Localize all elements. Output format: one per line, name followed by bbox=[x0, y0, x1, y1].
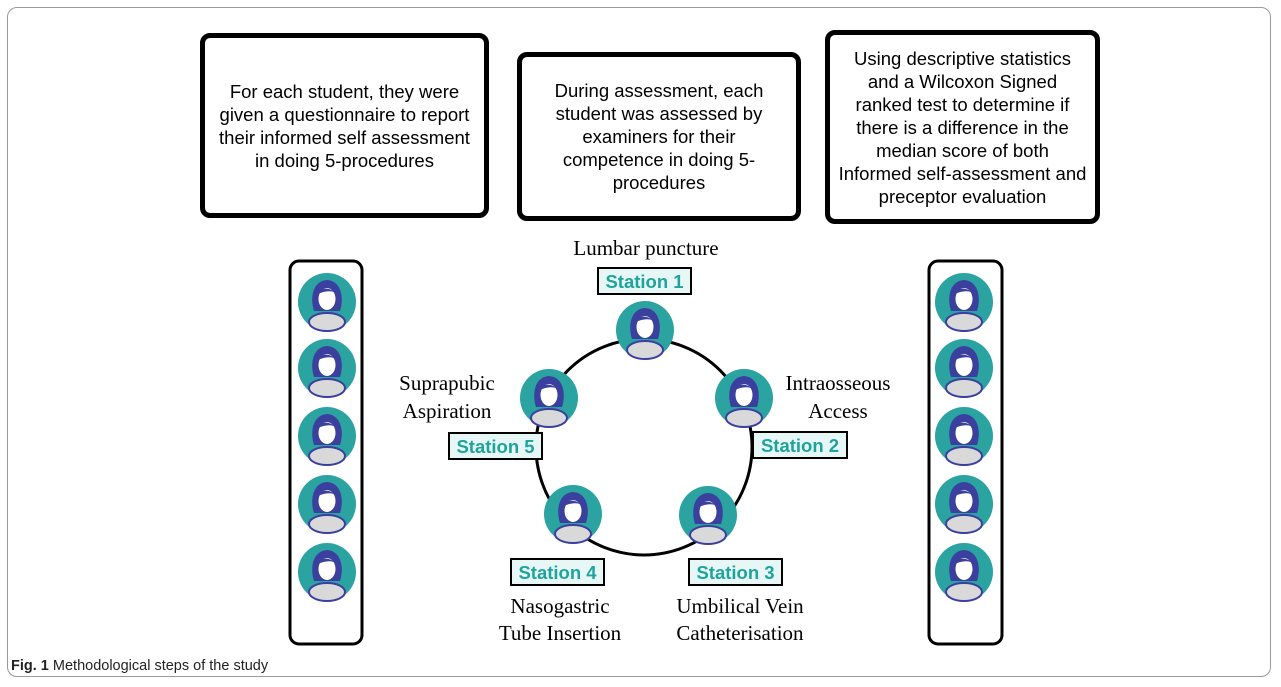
student-avatar-icon bbox=[934, 272, 994, 332]
station-5-procedure-line2: Aspiration bbox=[403, 399, 492, 423]
student-avatar-icon bbox=[934, 474, 994, 534]
station-4-procedure-line2: Tube Insertion bbox=[499, 621, 622, 645]
student-avatar-icon bbox=[934, 542, 994, 602]
student-avatar-icon bbox=[934, 338, 994, 398]
student-avatar-icon bbox=[297, 542, 357, 602]
station-3-badge: Station 3 bbox=[688, 558, 783, 586]
station-3-procedure-line1: Umbilical Vein bbox=[676, 594, 804, 618]
self-assessment-box: For each student, they were given a ques… bbox=[200, 33, 489, 218]
station-2-procedure-line2: Access bbox=[808, 399, 867, 423]
station-5-badge: Station 5 bbox=[448, 432, 543, 460]
statistics-box: Using descriptive statistics and a Wilco… bbox=[825, 30, 1100, 224]
station-2-label: Station 2 bbox=[761, 435, 839, 456]
station-2-procedure-line1: Intraosseous bbox=[786, 371, 891, 395]
station-3-label: Station 3 bbox=[696, 562, 774, 583]
student-avatar-icon bbox=[615, 300, 675, 360]
station-5-procedure-line1: Suprapubic bbox=[399, 371, 495, 395]
student-avatar-icon bbox=[297, 406, 357, 466]
student-avatar-icon bbox=[297, 338, 357, 398]
student-avatar-icon bbox=[678, 485, 738, 545]
statistics-text: Using descriptive statistics and a Wilco… bbox=[838, 47, 1087, 207]
station-1-badge: Station 1 bbox=[597, 267, 692, 295]
student-avatar-icon bbox=[934, 406, 994, 466]
station-4-label: Station 4 bbox=[518, 562, 597, 583]
station-5-label: Station 5 bbox=[456, 436, 534, 457]
station-1-label: Station 1 bbox=[605, 271, 683, 292]
station-1-procedure: Lumbar puncture bbox=[573, 236, 718, 260]
station-2-badge: Station 2 bbox=[752, 431, 848, 459]
student-avatar-icon bbox=[297, 474, 357, 534]
student-avatar-icon bbox=[297, 272, 357, 332]
examiner-assessment-box: During assessment, each student was asse… bbox=[517, 52, 801, 221]
station-3-procedure-line2: Catheterisation bbox=[676, 621, 804, 645]
student-avatar-icon bbox=[519, 368, 579, 428]
figure-caption-label: Fig. 1 bbox=[11, 658, 49, 674]
station-4-badge: Station 4 bbox=[510, 558, 605, 586]
station-4-procedure-line1: Nasogastric bbox=[510, 594, 609, 618]
figure-frame bbox=[7, 7, 1271, 677]
student-avatar-icon bbox=[543, 484, 603, 544]
figure-caption: Fig. 1 Methodological steps of the study bbox=[11, 658, 268, 674]
self-assessment-text: For each student, they were given a ques… bbox=[219, 80, 470, 171]
student-avatar-icon bbox=[714, 368, 774, 428]
examiner-assessment-text: During assessment, each student was asse… bbox=[554, 80, 764, 193]
figure-caption-text: Methodological steps of the study bbox=[48, 658, 269, 674]
